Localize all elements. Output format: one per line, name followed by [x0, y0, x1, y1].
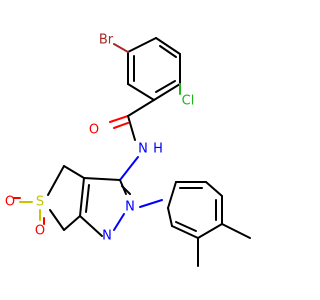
pyrazole-n1-atom: N	[102, 229, 112, 244]
c-o-bond-2	[113, 122, 129, 129]
amide-hydrogen-atom: H	[153, 142, 163, 157]
carbonyl-oxygen-atom: O	[89, 123, 99, 138]
structure-canvas: Br Cl O N H N N S O O	[5, 33, 251, 267]
c-br-bond	[113, 43, 129, 53]
pyrazole-n2-atom: N	[125, 200, 135, 215]
sulfonyl-oxygen-1-atom: O	[5, 195, 15, 210]
methyl-3-bond	[221, 223, 251, 239]
thienopyrazole-core	[47, 165, 131, 237]
bromine-atom: Br	[99, 33, 114, 48]
ring-carbonyl-bond	[127, 99, 155, 117]
sulfonyl-oxygen-2-atom: O	[35, 224, 45, 239]
dimethylphenyl-ring	[167, 181, 223, 239]
amide-nitrogen-atom: N	[138, 142, 148, 157]
molecule-structure: Br Cl O N H N N S O O	[5, 33, 251, 267]
c-o-bond-1	[109, 115, 129, 123]
chlorine-atom: Cl	[182, 94, 195, 109]
c-n-bond	[127, 115, 136, 141]
n-aryl-bond	[139, 199, 163, 208]
n-n-bond	[113, 213, 125, 231]
chlorobromophenyl-ring	[127, 37, 181, 101]
n-pyrazole-bond	[119, 156, 139, 181]
sulfur-atom: S	[36, 195, 44, 210]
